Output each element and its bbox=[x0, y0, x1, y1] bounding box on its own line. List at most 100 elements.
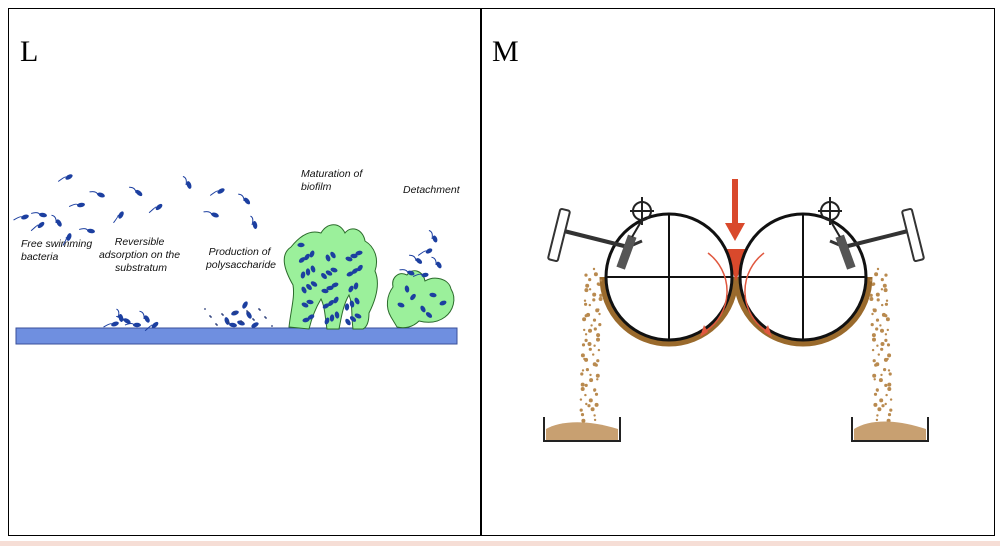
biofilm-bacterium bbox=[350, 253, 358, 259]
polysaccharide-dot bbox=[233, 311, 235, 313]
detaching-cells bbox=[397, 230, 447, 318]
biofilm-bacterium bbox=[439, 300, 447, 306]
product-particle bbox=[889, 398, 893, 401]
product-particle bbox=[885, 393, 888, 397]
polysaccharide-dot bbox=[227, 321, 229, 323]
biofilm-bacterium bbox=[346, 271, 354, 277]
product-particle bbox=[589, 378, 594, 383]
product-particle bbox=[592, 362, 597, 367]
biofilm-bacterium bbox=[355, 250, 363, 256]
biofilm-bacterium bbox=[429, 292, 437, 298]
product-particle bbox=[583, 328, 586, 332]
product-particle bbox=[584, 333, 588, 336]
product-particle bbox=[589, 373, 592, 377]
label-detachment: Detachment bbox=[403, 184, 461, 196]
product-particle bbox=[585, 283, 590, 288]
biofilm-bacterium bbox=[329, 314, 335, 322]
biofilm-bacterium bbox=[321, 288, 329, 294]
product-particle bbox=[585, 368, 589, 372]
product-particle bbox=[870, 323, 874, 327]
flagellum bbox=[399, 269, 409, 274]
product-particle bbox=[872, 308, 875, 311]
flagellum bbox=[103, 323, 113, 328]
product-particle bbox=[881, 303, 884, 307]
product-particle bbox=[593, 344, 596, 347]
product-particle bbox=[875, 362, 880, 367]
product-particle bbox=[596, 337, 600, 342]
polysaccharide-dot bbox=[264, 316, 266, 318]
product-particle bbox=[596, 378, 599, 381]
right-falling-product bbox=[869, 267, 893, 423]
label-polysaccharide: Production of polysaccharide bbox=[205, 246, 276, 271]
product-particle bbox=[887, 369, 891, 372]
left-scraper-blade bbox=[616, 234, 637, 270]
product-particle bbox=[592, 318, 597, 322]
biofilm-bacterium bbox=[322, 303, 330, 309]
flagellum bbox=[417, 250, 427, 256]
biofilm-bacterium bbox=[309, 250, 315, 258]
flagellum bbox=[139, 310, 145, 320]
biofilm-bacterium bbox=[306, 283, 312, 291]
product-particle bbox=[593, 414, 596, 417]
product-particle bbox=[874, 272, 879, 277]
product-particle bbox=[593, 418, 597, 422]
polysaccharide-dot bbox=[246, 310, 248, 312]
polysaccharide-dot bbox=[240, 320, 242, 322]
biofilm-diagram: Free swimming bacteria Reversible adsorp… bbox=[13, 168, 461, 345]
product-particle bbox=[592, 298, 596, 302]
product-particle bbox=[599, 279, 603, 282]
product-particle bbox=[889, 408, 893, 412]
product-particle bbox=[880, 342, 885, 346]
flagellum bbox=[78, 228, 89, 232]
product-particle bbox=[593, 272, 598, 277]
flagellum bbox=[116, 308, 120, 319]
product-particle bbox=[880, 347, 884, 351]
product-particle bbox=[884, 402, 887, 406]
flagellum bbox=[148, 206, 157, 214]
free-bacterium bbox=[21, 214, 29, 220]
product-particle bbox=[871, 348, 875, 352]
product-particle bbox=[872, 359, 876, 363]
biofilm-bacterium bbox=[297, 242, 305, 248]
product-particle bbox=[884, 333, 888, 336]
biofilm-bacterium bbox=[345, 256, 353, 262]
biofilm-bacterium bbox=[304, 253, 310, 261]
product-particle bbox=[580, 353, 585, 358]
product-particle bbox=[877, 353, 880, 356]
product-particle bbox=[599, 293, 603, 297]
product-particle bbox=[885, 299, 889, 302]
panel-divider bbox=[480, 8, 482, 536]
product-particle bbox=[596, 333, 601, 338]
biofilm-bacterium bbox=[306, 299, 314, 305]
flagellum bbox=[412, 273, 423, 278]
left-scraper-handle bbox=[547, 207, 643, 263]
roller-press-panel: M bbox=[482, 9, 994, 535]
polysaccharide-dot bbox=[221, 313, 223, 315]
free-bacterium bbox=[56, 219, 62, 227]
product-particle bbox=[580, 387, 585, 391]
free-swimming-bacteria bbox=[13, 174, 258, 246]
right-rotation-arrow bbox=[744, 252, 767, 332]
product-particle bbox=[876, 267, 880, 271]
polysaccharide-dot bbox=[271, 325, 273, 327]
flagellum bbox=[431, 256, 437, 266]
product-particle bbox=[873, 392, 878, 396]
product-particle bbox=[869, 279, 873, 282]
product-particle bbox=[582, 317, 587, 322]
product-particle bbox=[873, 402, 878, 407]
product-particle bbox=[877, 407, 882, 412]
detaching-biofilm bbox=[386, 270, 455, 329]
free-bacterium bbox=[39, 212, 47, 218]
free-bacterium bbox=[66, 233, 72, 241]
adsorbed-bacterium bbox=[151, 321, 159, 329]
biofilm-bacterium bbox=[354, 297, 360, 305]
detaching-bacterium bbox=[432, 235, 438, 243]
product-particle bbox=[875, 418, 879, 422]
product-particle bbox=[875, 318, 880, 322]
right-adjustment-crosshair bbox=[818, 197, 842, 238]
roller-press-diagram bbox=[543, 179, 929, 442]
product-particle bbox=[588, 278, 592, 282]
right-rotation-arrowhead bbox=[764, 325, 772, 337]
free-bacterium bbox=[155, 203, 163, 211]
left-collection-tray bbox=[543, 417, 621, 442]
